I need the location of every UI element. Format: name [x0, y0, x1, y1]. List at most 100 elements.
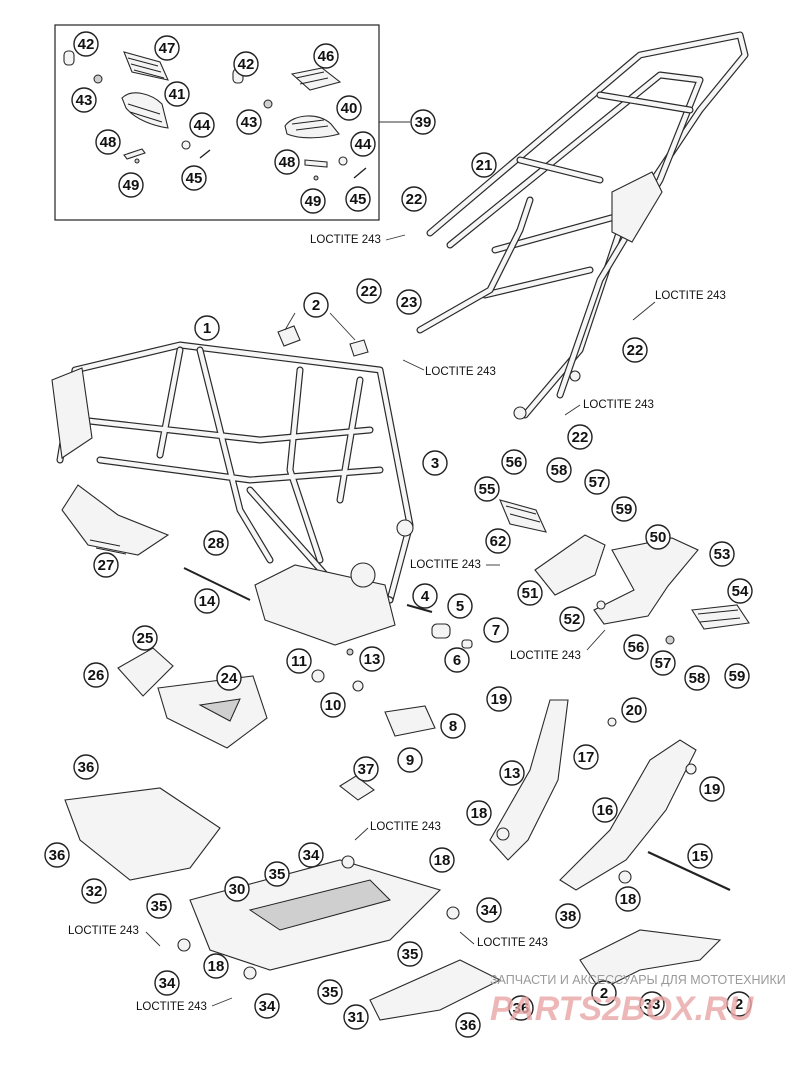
- callout-number: 34: [303, 847, 320, 864]
- callout-42: 42: [233, 51, 259, 77]
- callout-number: 19: [491, 691, 508, 708]
- callout-number: 35: [402, 946, 419, 963]
- callout-number: 15: [692, 848, 709, 865]
- callout-number: 43: [241, 114, 258, 131]
- callout-number: 57: [655, 655, 672, 672]
- callout-number: 33: [644, 996, 661, 1013]
- callout-21: 21: [471, 152, 497, 178]
- callout-47: 47: [154, 35, 180, 61]
- callout-51: 51: [517, 580, 543, 606]
- callout-11: 11: [286, 648, 312, 674]
- loctite-label: LOCTITE 243: [655, 290, 726, 302]
- loctite-label: LOCTITE 243: [510, 650, 581, 662]
- callout-49: 49: [118, 172, 144, 198]
- callout-number: 6: [453, 652, 461, 669]
- callout-16: 16: [592, 797, 618, 823]
- loctite-leaders: [145, 234, 656, 1007]
- main-frame: [51, 312, 414, 646]
- callout-number: 18: [471, 805, 488, 822]
- callout-22: 22: [567, 424, 593, 450]
- callout-number: 59: [616, 501, 633, 518]
- callout-53: 53: [709, 541, 735, 567]
- callout-35: 35: [264, 861, 290, 887]
- callout-5: 5: [447, 593, 473, 619]
- callout-22: 22: [622, 337, 648, 363]
- callout-number: 34: [159, 975, 176, 992]
- callout-number: 49: [305, 193, 322, 210]
- callout-54: 54: [727, 578, 753, 604]
- callout-7: 7: [483, 617, 509, 643]
- callout-number: 39: [415, 114, 432, 131]
- callout-26: 26: [83, 662, 109, 688]
- callout-35: 35: [317, 979, 343, 1005]
- callout-number: 57: [589, 474, 606, 491]
- callout-34: 34: [298, 842, 324, 868]
- callout-number: 19: [704, 781, 721, 798]
- callout-number: 1: [203, 320, 211, 337]
- callout-number: 58: [551, 462, 568, 479]
- callout-1: 1: [194, 315, 220, 341]
- callout-36: 36: [44, 842, 70, 868]
- callout-number: 11: [291, 653, 307, 670]
- callout-number: 13: [504, 765, 521, 782]
- callout-number: 18: [620, 891, 637, 908]
- callout-number: 62: [490, 533, 507, 550]
- skid-plate-and-guards: [64, 787, 722, 1021]
- callout-number: 44: [194, 117, 211, 134]
- callout-number: 36: [513, 1000, 530, 1017]
- loctite-label: LOCTITE 243: [68, 925, 139, 937]
- callout-number: 2: [312, 297, 320, 314]
- callout-number: 7: [492, 622, 500, 639]
- callout-32: 32: [81, 878, 107, 904]
- callout-45: 45: [181, 165, 207, 191]
- callout-14: 14: [194, 588, 220, 614]
- mounting-hardware: [311, 604, 473, 801]
- callout-48: 48: [274, 149, 300, 175]
- callout-13: 13: [359, 646, 385, 672]
- watermark-logo: PARTS2BOX.RU: [490, 990, 755, 1028]
- loctite-label: LOCTITE 243: [370, 821, 441, 833]
- callout-18: 18: [466, 800, 492, 826]
- callout-59: 59: [611, 496, 637, 522]
- callout-number: 18: [208, 958, 225, 975]
- loctite-label: LOCTITE 243: [477, 937, 548, 949]
- callout-18: 18: [615, 886, 641, 912]
- callout-42: 42: [73, 31, 99, 57]
- callout-number: 56: [628, 639, 645, 656]
- rear-brackets: [489, 699, 731, 891]
- loctite-label: LOCTITE 243: [583, 399, 654, 411]
- callout-27: 27: [93, 552, 119, 578]
- callout-6: 6: [444, 647, 470, 673]
- callout-number: 48: [279, 154, 296, 171]
- callout-2: 2: [303, 292, 329, 318]
- callout-55: 55: [474, 476, 500, 502]
- callout-23: 23: [396, 289, 422, 315]
- callout-number: 26: [88, 667, 105, 684]
- callout-number: 54: [732, 583, 749, 600]
- callout-number: 8: [449, 718, 457, 735]
- passenger-footpeg-brackets: [499, 499, 750, 645]
- callout-39: 39: [410, 109, 436, 135]
- callout-number: 22: [361, 283, 378, 300]
- callout-number: 40: [341, 100, 358, 117]
- callout-number: 5: [456, 598, 464, 615]
- callout-number: 34: [481, 902, 498, 919]
- callout-number: 13: [364, 651, 381, 668]
- callout-40: 40: [336, 95, 362, 121]
- callout-number: 21: [476, 157, 493, 174]
- callout-2: 2: [726, 991, 752, 1017]
- callout-38: 38: [555, 903, 581, 929]
- callout-number: 36: [460, 1017, 477, 1034]
- callout-number: 4: [421, 588, 430, 605]
- callout-20: 20: [621, 697, 647, 723]
- footpeg-left: [63, 50, 211, 164]
- callout-2: 2: [591, 980, 617, 1006]
- callout-19: 19: [486, 686, 512, 712]
- callout-number: 38: [560, 908, 577, 925]
- callout-number: 45: [350, 191, 367, 208]
- callout-35: 35: [397, 941, 423, 967]
- callout-18: 18: [429, 847, 455, 873]
- callout-number: 18: [434, 852, 451, 869]
